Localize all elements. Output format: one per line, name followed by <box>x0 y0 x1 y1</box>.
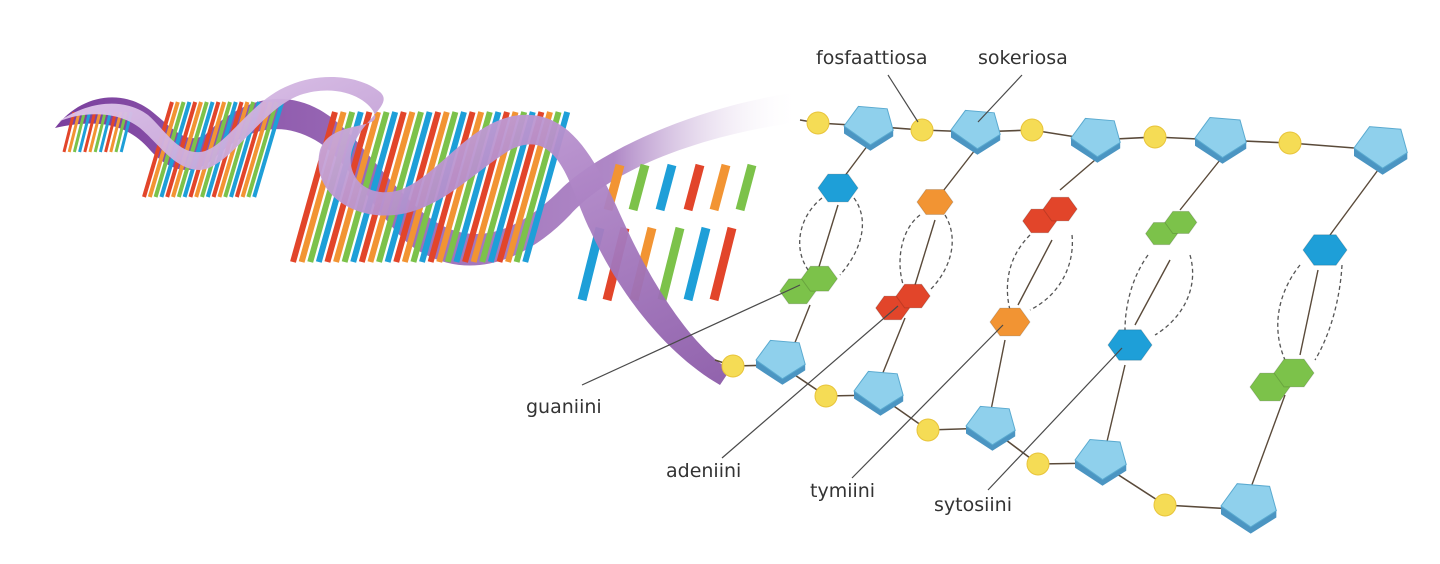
cytosine-base <box>1302 234 1348 266</box>
base-pair-half-top <box>735 163 757 212</box>
base-pair-bar <box>188 101 221 198</box>
base-pair-half-top <box>628 163 650 212</box>
guanine-base <box>1144 210 1198 246</box>
base-pair-half-top <box>683 163 705 212</box>
sugar-pentagon <box>950 109 1001 155</box>
base-pair-bar <box>109 111 123 153</box>
base-pair-bar <box>350 111 399 263</box>
base-pair-bar <box>67 111 81 153</box>
phosphate-groups <box>721 111 1302 517</box>
base-pair-bar <box>171 101 203 198</box>
thymine-base <box>989 307 1031 337</box>
hydrogen-bonds <box>799 197 1343 361</box>
base-pair-bar <box>62 111 76 153</box>
phosphate-circle <box>1026 452 1050 476</box>
guanine-base <box>1249 358 1315 402</box>
base-pair-half-top <box>709 163 731 212</box>
base-pair-bar <box>341 111 390 263</box>
base-pair-bar <box>142 101 174 198</box>
base-pair-half-bottom <box>683 226 711 302</box>
cytosine-base <box>817 173 859 203</box>
sugar-pentagon <box>965 405 1016 451</box>
base-pair-bar <box>72 111 86 153</box>
base-pair-bar <box>83 111 97 153</box>
base-pair-bar <box>252 101 285 198</box>
phosphate-circle <box>1020 118 1044 142</box>
base-pair-half-bottom <box>709 226 737 302</box>
sugar-groups <box>755 105 1408 534</box>
base-pair-bar <box>88 111 102 153</box>
base-pair-bar <box>376 111 424 263</box>
sugar-pentagon <box>853 370 904 416</box>
thymine-base <box>916 189 954 215</box>
guanine-base <box>779 265 839 305</box>
phosphate-circle <box>916 418 940 442</box>
sugar-pentagon <box>1194 116 1247 164</box>
dna-ladder-detail <box>714 105 1408 534</box>
phosphate-circle <box>1153 493 1177 517</box>
base-pair-half-top <box>655 163 677 212</box>
vertical-connectors <box>789 144 1379 491</box>
base-pair-bar <box>290 111 338 263</box>
phosphate-circle <box>721 354 745 378</box>
phosphate-circle <box>910 118 934 142</box>
phosphate-circle <box>814 384 838 408</box>
label-phosphate: fosfaattiosa <box>816 47 928 69</box>
label-sugar: sokeriosa <box>978 47 1068 69</box>
cytosine-base <box>1107 329 1153 361</box>
sugar-pentagon <box>1220 483 1277 534</box>
base-pair-bar <box>104 111 118 153</box>
base-pair-bar <box>358 111 407 263</box>
base-pair-bar <box>176 101 209 198</box>
label-guanine: guaniini <box>526 396 602 418</box>
nitrogen-bases <box>779 173 1348 402</box>
adenine-base <box>875 283 931 321</box>
base-pair-bar <box>98 111 112 153</box>
sugar-pentagon <box>755 339 806 385</box>
label-thymine: tymiini <box>810 480 875 502</box>
adenine-base <box>1022 196 1078 234</box>
sugar-pentagon <box>1070 117 1121 163</box>
helix-front-strand <box>58 76 730 385</box>
leader-lines <box>581 74 1123 491</box>
phosphate-circle <box>1278 131 1302 155</box>
sugar-pentagon <box>1353 126 1408 175</box>
phosphate-circle <box>806 111 830 135</box>
base-pair-bar <box>93 111 107 153</box>
base-pair-bars-left <box>62 111 133 153</box>
base-pair-bar <box>367 111 416 263</box>
label-cytosine: sytosiini <box>934 494 1012 516</box>
sugar-pentagon <box>1074 438 1127 486</box>
dna-double-helix <box>55 76 800 385</box>
sugar-pentagon <box>843 105 894 151</box>
phosphate-circle <box>1143 125 1167 149</box>
label-adenine: adeniini <box>666 460 741 482</box>
base-pair-half-bottom <box>657 226 685 302</box>
base-pair-bar <box>182 101 215 198</box>
base-pair-bar <box>78 111 92 153</box>
base-pair-bar <box>246 101 279 198</box>
